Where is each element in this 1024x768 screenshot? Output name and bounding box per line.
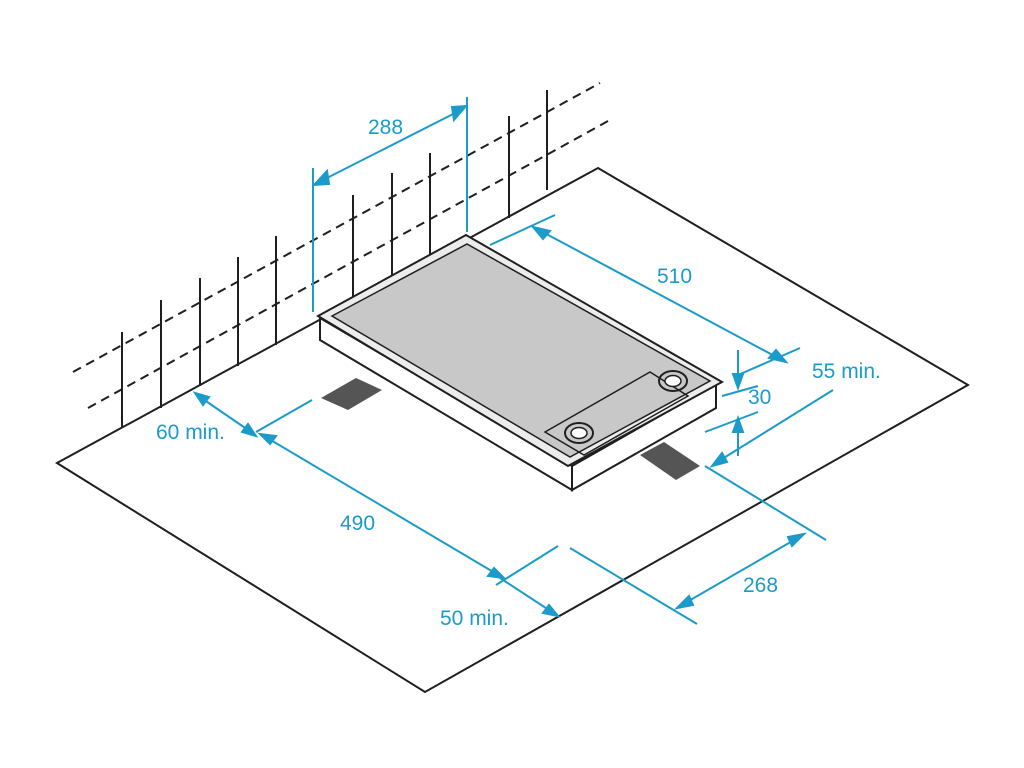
burner-back-icon <box>658 370 688 392</box>
wall-dashed-lines <box>72 82 609 409</box>
hob-glass-surface <box>330 243 712 458</box>
dim-label-268: 268 <box>743 574 778 597</box>
dim-label-55-min: 55 min. <box>812 360 881 383</box>
dim-label-50-min: 50 min. <box>440 607 509 630</box>
cutout-shadows <box>321 378 700 480</box>
burner-front-icon <box>564 422 594 444</box>
dim-label-30: 30 <box>748 386 771 409</box>
dim-label-288: 288 <box>368 116 403 139</box>
dim-label-510: 510 <box>657 265 692 288</box>
wall-studs <box>121 90 548 428</box>
dimension-lines <box>192 97 834 625</box>
control-strip <box>543 371 690 456</box>
dim-label-60-min: 60 min. <box>156 421 225 444</box>
dim-label-490: 490 <box>340 512 375 535</box>
